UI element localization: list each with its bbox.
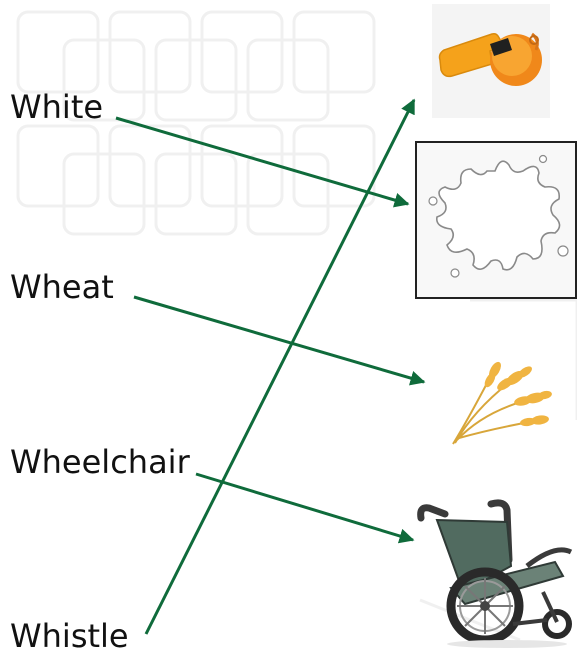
wheat-icon	[445, 348, 555, 448]
whistle-icon	[432, 4, 550, 118]
word-whistle: Whistle	[10, 620, 129, 652]
word-white: White	[10, 91, 103, 123]
wheelchair-icon	[415, 496, 577, 648]
white-paint-splash-icon	[415, 141, 577, 299]
word-wheelchair: Wheelchair	[10, 446, 190, 478]
word-wheat: Wheat	[10, 271, 114, 303]
